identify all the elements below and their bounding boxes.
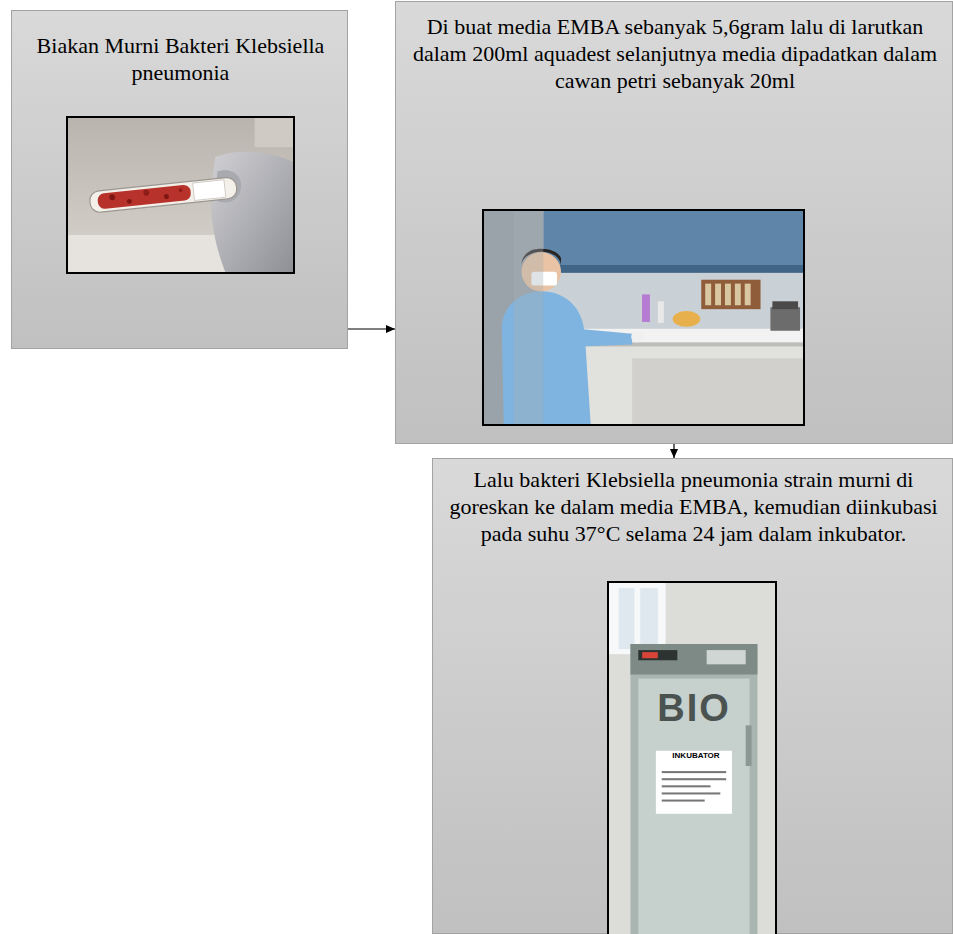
lab-work-photo bbox=[482, 209, 805, 426]
photo-text: BIO bbox=[657, 687, 731, 730]
lab-work-illustration bbox=[484, 211, 803, 424]
flow-arrow bbox=[673, 444, 674, 458]
step-text: Di buat media EMBA sebanyak 5,6gram lalu… bbox=[396, 14, 953, 94]
process-box: Lalu bakteri Klebsiella pneumonia strain… bbox=[432, 458, 953, 934]
test-tube-photo bbox=[66, 116, 295, 274]
process-box: Biakan Murni Bakteri Klebsiella pneumoni… bbox=[11, 10, 348, 349]
incubator-photo: BIO INKUBATOR bbox=[607, 581, 777, 934]
process-box: Di buat media EMBA sebanyak 5,6gram lalu… bbox=[395, 1, 953, 444]
test-tube-illustration bbox=[68, 118, 293, 272]
step-text: Lalu bakteri Klebsiella pneumonia strain… bbox=[433, 467, 953, 547]
step-text: Biakan Murni Bakteri Klebsiella pneumoni… bbox=[12, 33, 349, 87]
flow-arrow bbox=[348, 328, 395, 329]
photo-text: INKUBATOR bbox=[672, 751, 719, 760]
